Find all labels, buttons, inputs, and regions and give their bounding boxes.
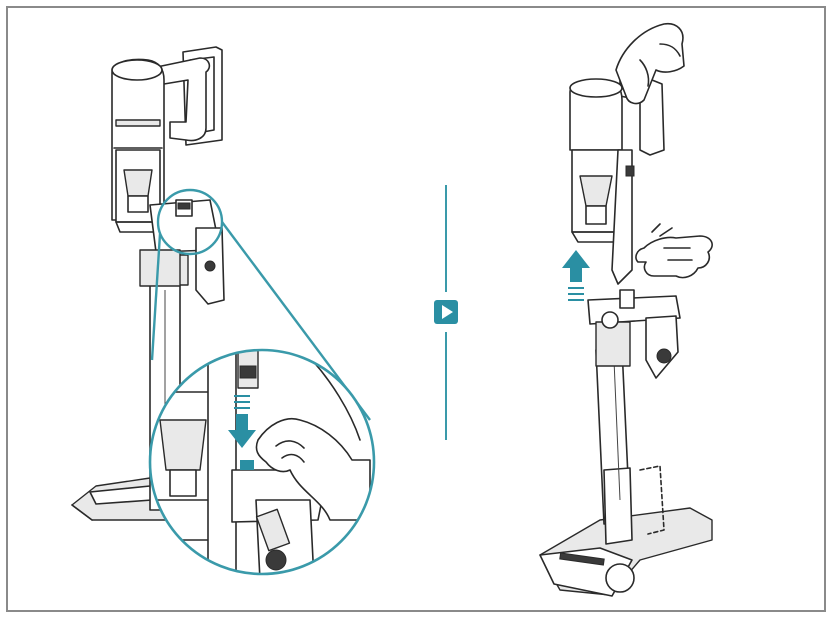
callout-line-left [150,233,162,361]
zoom-callout [148,348,376,576]
dock-head-right [587,289,681,379]
hand-pointing [635,223,713,279]
station-pole-right [595,347,633,545]
vacuum-handle [151,57,211,142]
floor-brush-head [539,465,713,597]
dock-head [139,199,225,305]
hand-top [615,22,685,105]
arrow-down-icon [228,395,256,448]
left-step-illustration [71,46,371,521]
vacuum-lifted [569,69,665,285]
step-divider [434,185,458,440]
figure-frame [6,6,826,612]
play-triangle-icon [434,300,458,324]
right-step-illustration [539,22,713,597]
arrow-up-icon [562,250,590,301]
